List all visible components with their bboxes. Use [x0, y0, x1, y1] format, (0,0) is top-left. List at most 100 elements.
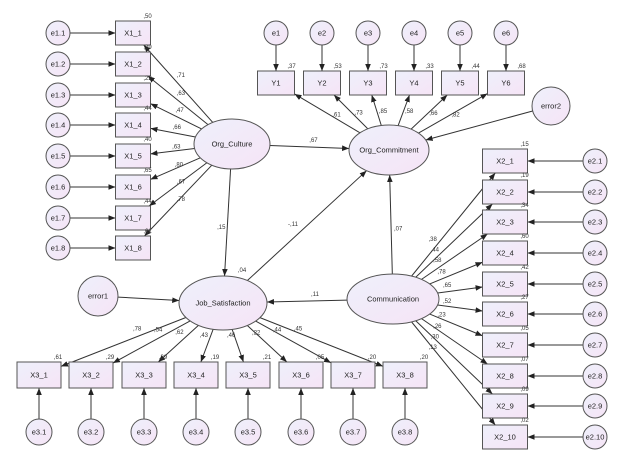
e2_9-circle [582, 424, 608, 450]
x1_3-label: X1_4 [124, 121, 142, 130]
y_1-r2: ,53 [333, 64, 342, 70]
error-arrow-org-commitment [425, 110, 533, 141]
loading-X3_5-coef: ,46 [227, 333, 236, 339]
e2_4-circle [582, 271, 608, 297]
path-satisfaction-commitment [247, 170, 367, 281]
x2_2-label: X2_3 [496, 218, 514, 227]
x2_6-r2: ,05 [520, 326, 529, 332]
loading-Y6 [418, 93, 488, 134]
ey_3-circle [401, 20, 427, 46]
loading-X2_7-coef: ,23 [437, 313, 446, 319]
loading-X3_6 [247, 325, 288, 363]
path-culture-commitment-coef: ,67 [309, 138, 318, 144]
x3_2-box [121, 361, 167, 389]
loading-X1_3-coef: ,47 [175, 108, 184, 114]
y_0-r2: ,37 [287, 64, 296, 70]
e3_3-label: e3.4 [189, 428, 204, 437]
x1_7-r2: ,61 [143, 229, 152, 235]
e3_1-label: e3.2 [84, 428, 99, 437]
e2_6-circle [582, 332, 608, 358]
y_2-label: Y3 [363, 79, 372, 88]
y_3-r2: ,33 [425, 64, 434, 70]
loading-X1_7-coef: ,67 [177, 180, 186, 186]
x1_1-box [115, 51, 151, 77]
e2_3-circle [582, 240, 608, 266]
e3_2-label: e3.3 [137, 428, 152, 437]
y_5-r2: ,68 [517, 64, 526, 70]
loading-X1_6-coef: ,80 [175, 163, 184, 169]
x1_7-label: X1_8 [124, 244, 142, 253]
e3_6-circle [339, 418, 367, 446]
org_culture-ellipse [193, 118, 271, 170]
e2_5-label: e2.6 [588, 310, 603, 319]
ey_2-circle [355, 20, 381, 46]
x3_6-box [330, 361, 376, 389]
y_1-label: Y2 [317, 79, 326, 88]
x3_0-box [16, 361, 62, 389]
loading-X3_8 [259, 317, 384, 367]
x2_3-r2: ,60 [520, 234, 529, 240]
y_0-label: Y1 [271, 79, 280, 88]
loading-Y6-coef: ,82 [451, 112, 460, 118]
x3_0-label: X3_1 [30, 371, 48, 380]
loading-X3_3-coef: ,62 [175, 330, 184, 336]
e3_0-circle [25, 418, 53, 446]
ey_5-label: e6 [502, 29, 510, 38]
e1_3-label: e1.4 [51, 121, 66, 130]
loading-X1_6 [150, 157, 201, 180]
org_commitment-label: Org_Commitment [359, 146, 419, 155]
loading-X2_7 [429, 313, 483, 337]
x2_1-r2: ,19 [520, 173, 529, 179]
e2_0-circle [582, 148, 608, 174]
e1_0-circle [45, 20, 71, 46]
x3_0-r2: ,61 [54, 355, 63, 361]
x3_7-box [382, 361, 428, 389]
loading-X1_1 [143, 44, 214, 123]
e1_1-label: e1.2 [51, 60, 66, 69]
x1_5-box [115, 174, 151, 200]
x3_6-r2: ,20 [368, 355, 377, 361]
x1_5-label: X1_6 [124, 183, 142, 192]
y_5-label: Y6 [501, 79, 510, 88]
e1_4-circle [45, 143, 71, 169]
ey_1-circle [309, 20, 335, 46]
path-communication-satisfaction-coef: ,11 [311, 292, 320, 298]
e1_6-label: e1.7 [51, 214, 66, 223]
e1_2-circle [45, 82, 71, 108]
loading-X1_4 [150, 126, 196, 138]
e1_3-circle [45, 112, 71, 138]
x3_7-label: X3_8 [396, 371, 414, 380]
path-culture-satisfaction [222, 168, 232, 277]
x3_7-r2: ,20 [420, 355, 429, 361]
x2_2-box [482, 209, 528, 235]
loading-X2_10 [411, 321, 496, 426]
x1_1-label: X1_2 [124, 60, 142, 69]
loading-Y4-coef: ,58 [405, 109, 414, 115]
error2-circle [531, 86, 571, 126]
communication-ellipse [346, 273, 440, 325]
loading-X3_4-coef: ,43 [200, 333, 209, 339]
e2_7-circle [582, 363, 608, 389]
x1_2-box [115, 82, 151, 108]
e1_7-label: e1.8 [51, 244, 66, 253]
e1_6-circle [45, 205, 71, 231]
e2_2-label: e2.3 [588, 218, 603, 227]
loading-X2_4-coef: ,78 [437, 269, 446, 275]
loading-X3_6-coef: ,22 [252, 330, 261, 336]
loading-X1_5 [150, 148, 195, 156]
loading-X2_1-coef: ,38 [429, 237, 438, 243]
x2_6-label: X2_7 [496, 341, 514, 350]
x1_7-box [115, 235, 151, 261]
e2_1-circle [582, 179, 608, 205]
e3_1-circle [77, 418, 105, 446]
e3_7-circle [391, 418, 419, 446]
x2_8-label: X2_9 [496, 402, 514, 411]
x1_4-r2: ,40 [143, 137, 152, 143]
x3_3-box [173, 361, 219, 389]
loading-X2_4 [429, 261, 483, 285]
loading-X3_7 [255, 320, 332, 364]
e2_7-label: e2.8 [588, 372, 603, 381]
loading-Y3 [371, 94, 382, 126]
loading-X3_7-coef: ,44 [273, 328, 282, 334]
x2_0-r2: ,15 [520, 142, 529, 148]
